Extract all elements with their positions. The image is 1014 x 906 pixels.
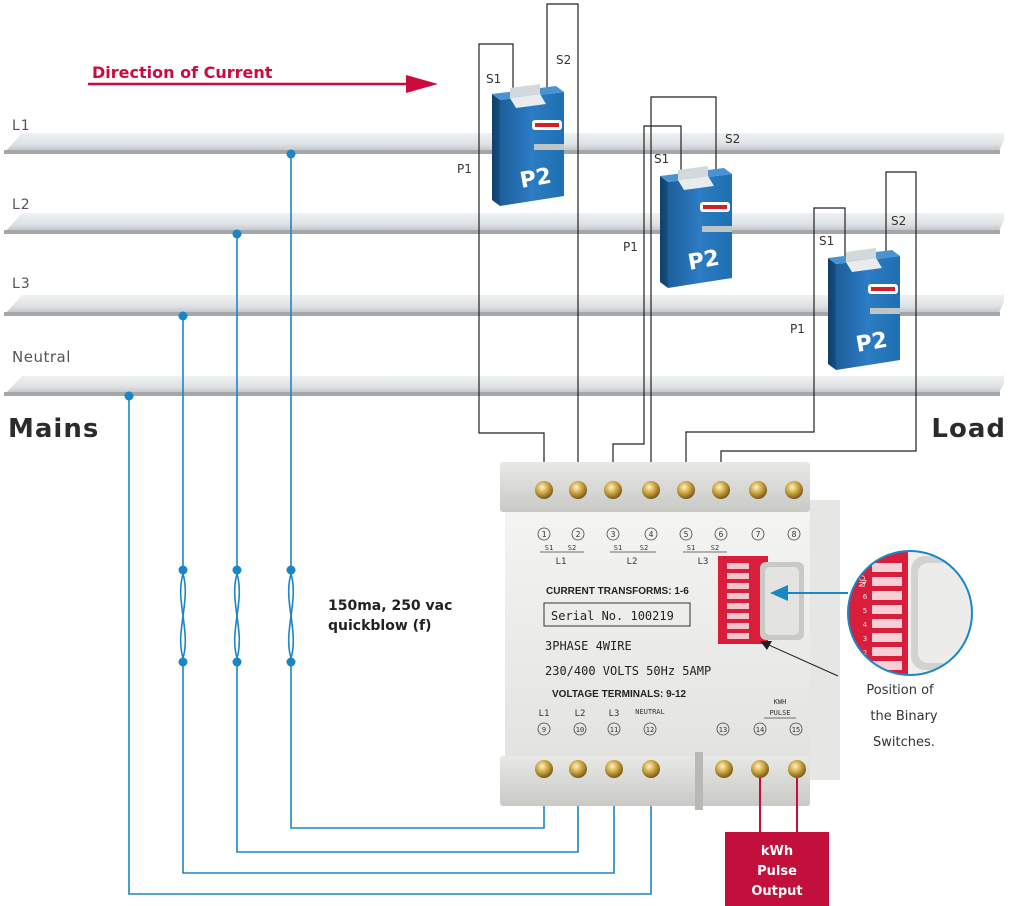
bus-neutral xyxy=(4,374,1004,396)
svg-text:L3: L3 xyxy=(609,709,620,719)
svg-text:13: 13 xyxy=(719,726,727,734)
svg-text:6: 6 xyxy=(719,530,724,539)
ct-terminal-markings: S1 S2 S1 S2 S1 S2 L1 L2 L3 xyxy=(540,544,727,567)
svg-text:12: 12 xyxy=(646,726,654,734)
svg-text:15: 15 xyxy=(792,726,800,734)
svg-text:10: 10 xyxy=(576,726,584,734)
ct2-s2-label: S2 xyxy=(725,132,740,146)
load-label: Load xyxy=(931,414,1006,444)
annotation-line1: Position of xyxy=(866,683,934,698)
ct-1-p2-label: P2 xyxy=(518,164,553,194)
serial-text: Serial No. 100219 xyxy=(551,609,674,623)
svg-text:PULSE: PULSE xyxy=(769,709,790,717)
ct1-s2-label: S2 xyxy=(556,53,571,67)
ct-secondary-wires xyxy=(478,3,917,476)
pulse-output-line3: Output xyxy=(751,884,802,899)
bus-neutral-label: Neutral xyxy=(12,348,71,366)
svg-text:7: 7 xyxy=(863,579,867,587)
svg-text:4: 4 xyxy=(863,621,868,629)
svg-text:9: 9 xyxy=(542,726,546,734)
bottom-terminal-labels: L1 L2 L3 NEUTRAL KWH PULSE xyxy=(539,698,796,719)
ct-1: P2 xyxy=(492,84,564,206)
direction-of-current: Direction of Current xyxy=(88,63,438,93)
bus-l2 xyxy=(4,211,1004,234)
svg-text:L1: L1 xyxy=(539,709,550,719)
fuse-spec-line2: quickblow (f) xyxy=(328,618,432,634)
top-terminal-numbers: 1 2 3 4 5 6 7 8 xyxy=(537,527,801,541)
svg-text:S1: S1 xyxy=(614,544,622,552)
pulse-output-box xyxy=(725,832,829,906)
fuse-l1 xyxy=(286,565,296,667)
svg-text:L2: L2 xyxy=(627,557,638,567)
svg-text:S2: S2 xyxy=(640,544,648,552)
meter: 1 2 3 4 5 6 7 8 S1 S2 S1 S2 S1 S2 L1 L2 … xyxy=(500,462,840,810)
svg-text:2: 2 xyxy=(576,530,581,539)
ct3-s1-label: S1 xyxy=(819,234,834,248)
svg-text:L1: L1 xyxy=(556,557,567,567)
svg-text:NEUTRAL: NEUTRAL xyxy=(635,708,665,716)
ct1-p1-label: P1 xyxy=(457,162,472,176)
svg-text:6: 6 xyxy=(863,593,868,601)
ct1-s1-label: S1 xyxy=(486,72,501,86)
svg-text:S2: S2 xyxy=(711,544,719,552)
pulse-output-line1: kWh xyxy=(761,844,793,859)
direction-label: Direction of Current xyxy=(92,63,273,82)
direction-arrow-icon xyxy=(406,75,438,93)
svg-text:S1: S1 xyxy=(687,544,695,552)
ct3-s2-label: S2 xyxy=(891,214,906,228)
annotation-line2: the Binary xyxy=(870,709,938,724)
svg-text:5: 5 xyxy=(684,530,689,539)
svg-text:3: 3 xyxy=(863,635,867,643)
ct-3-p2-label: P2 xyxy=(854,328,889,358)
serial-box xyxy=(543,602,691,627)
mains-label: Mains xyxy=(8,414,99,444)
pulse-output: kWh Pulse Output xyxy=(725,778,829,906)
ct-2-p2-label: P2 xyxy=(686,246,721,276)
bus-l3-label: L3 xyxy=(12,276,31,292)
pulse-output-line2: Pulse xyxy=(757,864,797,879)
phase-text: 3PHASE 4WIRE xyxy=(545,639,632,653)
svg-text:KWH: KWH xyxy=(774,698,787,706)
svg-text:S1: S1 xyxy=(545,544,553,552)
svg-text:L2: L2 xyxy=(575,709,586,719)
bus-l3 xyxy=(4,293,1004,316)
svg-text:14: 14 xyxy=(756,726,764,734)
svg-text:8: 8 xyxy=(792,530,797,539)
dip-switch-bank xyxy=(718,556,804,644)
svg-text:7: 7 xyxy=(756,530,761,539)
top-terminal-screws xyxy=(535,481,803,499)
ct-labels: S1 S2 P1 S1 S2 P1 S1 S2 P1 xyxy=(457,53,906,336)
bottom-terminal-numbers: 9 10 11 12 13 14 15 xyxy=(537,722,803,736)
ct-2: P2 xyxy=(660,166,732,288)
zoom-on-label: ON xyxy=(857,575,866,587)
fuse-symbols xyxy=(178,565,296,667)
rating-text: 230/400 VOLTS 50Hz 5AMP xyxy=(545,664,711,678)
bottom-terminal-screws xyxy=(535,760,806,778)
fuse-l2 xyxy=(232,565,242,667)
svg-text:1: 1 xyxy=(542,530,547,539)
ct2-s1-label: S1 xyxy=(654,152,669,166)
svg-text:L3: L3 xyxy=(698,557,709,567)
tap-points xyxy=(124,149,296,401)
svg-text:1: 1 xyxy=(863,663,867,671)
svg-text:2: 2 xyxy=(863,649,867,657)
ct2-p1-label: P1 xyxy=(623,240,638,254)
annotation-pointer-arrow xyxy=(761,641,839,677)
svg-text:4: 4 xyxy=(649,530,654,539)
svg-text:3: 3 xyxy=(611,530,616,539)
annotation-line3: Switches. xyxy=(873,735,935,750)
ct-3: P2 xyxy=(828,248,900,370)
ct3-p1-label: P1 xyxy=(790,322,805,336)
svg-text:5: 5 xyxy=(863,607,867,615)
binary-switch-annotation: Position of the Binary Switches. xyxy=(760,641,938,750)
bus-l2-label: L2 xyxy=(12,197,31,213)
svg-text:11: 11 xyxy=(610,726,618,734)
bus-l1-label: L1 xyxy=(12,118,31,134)
fuse-spec-line1: 150ma, 250 vac xyxy=(328,598,452,614)
fuse-l3 xyxy=(178,565,188,667)
voltage-terminals-text: VOLTAGE TERMINALS: 9-12 xyxy=(552,689,687,700)
svg-text:S2: S2 xyxy=(568,544,576,552)
ct-terminals-text: CURRENT TRANSFORMS: 1-6 xyxy=(546,586,689,597)
